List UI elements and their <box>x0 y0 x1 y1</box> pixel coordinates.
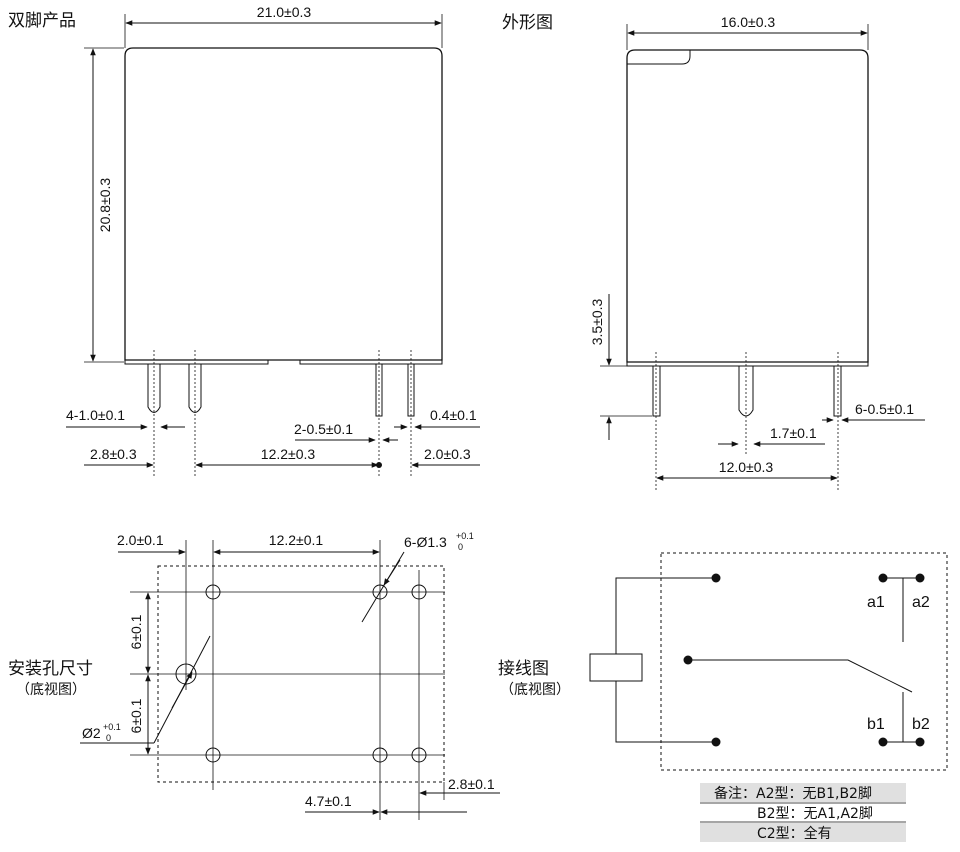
dim-hole-bottom-pitch: 4.7±0.1 <box>305 793 352 809</box>
dim-left-offset: 2.8±0.3 <box>90 446 137 462</box>
dim-side-pitch: 12.0±0.3 <box>719 459 774 475</box>
dim-pin-thick: 0.4±0.1 <box>430 407 477 423</box>
dim-hole-tol-zero: 0 <box>458 542 463 552</box>
body-step <box>627 50 691 65</box>
dim-front-width: 21.0±0.3 <box>257 4 312 20</box>
title-mounting-holes-sub: （底视图） <box>16 682 86 698</box>
hole <box>205 747 221 763</box>
title-wiring: 接线图 <box>498 659 549 679</box>
dim-front-height: 20.8±0.3 <box>97 178 113 233</box>
label-b1: b1 <box>867 716 885 733</box>
dim-dot <box>376 462 382 468</box>
label-a1: a1 <box>867 594 885 611</box>
dim-pin-width: 4-1.0±0.1 <box>66 407 125 423</box>
relay-body-front <box>124 47 443 361</box>
hole <box>372 584 388 600</box>
note-row-bg <box>700 783 906 802</box>
pin-wide-2 <box>188 364 202 413</box>
dim-side-pin-offset: 1.7±0.1 <box>770 425 817 441</box>
coil-wire-bottom <box>615 681 716 743</box>
label-a2: a2 <box>912 594 930 611</box>
dim-hole-count: 6-Ø1.3 <box>404 534 447 550</box>
dim-pin-length: 3.5±0.3 <box>589 298 605 345</box>
dim-big-tol-zero: 0 <box>106 733 111 743</box>
leader-big-hole-arrow <box>171 671 193 709</box>
terminal-coil-2 <box>711 737 721 747</box>
dim-hole-bottom-right: 2.8±0.1 <box>448 776 495 792</box>
pin-side-1 <box>652 365 661 417</box>
relay-base-side <box>626 362 869 367</box>
leader-hole-arrow <box>383 559 401 586</box>
dim-hole-v-lower: 6±0.1 <box>128 698 144 733</box>
pin-side-3 <box>833 365 842 417</box>
dim-right-offset: 2.0±0.3 <box>424 446 471 462</box>
hole <box>411 584 427 600</box>
dim-hole-top-pitch: 12.2±0.1 <box>269 532 324 548</box>
hole <box>205 584 221 600</box>
relay-body-side <box>626 49 869 363</box>
dim-big-tol-plus: +0.1 <box>103 722 121 732</box>
note-line-2: B2型：无A1,A2脚 <box>757 806 873 822</box>
hole <box>372 747 388 763</box>
pin-wide-1 <box>147 364 161 413</box>
dim-front-pitch: 12.2±0.3 <box>261 446 316 462</box>
leader-hole <box>361 551 405 623</box>
note-row-bg <box>700 823 906 842</box>
dim-hole-v-upper: 6±0.1 <box>128 614 144 649</box>
note-line-1: 备注：A2型：无B1,B2脚 <box>714 785 872 802</box>
hole <box>411 747 427 763</box>
terminal-coil-1 <box>711 573 721 583</box>
dim-pin-small: 2-0.5±0.1 <box>294 421 353 437</box>
title-mounting-holes: 安装孔尺寸 <box>8 659 93 679</box>
note-line-3: C2型：全有 <box>757 825 832 842</box>
label-b2: b2 <box>912 716 930 733</box>
outline-wiring <box>660 552 948 771</box>
dim-hole-tol-plus: +0.1 <box>456 531 474 541</box>
coil-wire-top <box>615 577 716 654</box>
dim-side-pin-small: 6-0.5±0.1 <box>855 401 914 417</box>
switch-arm <box>688 659 913 693</box>
title-dual-pin-product: 双脚产品 <box>8 11 76 31</box>
dim-side-width: 16.0±0.3 <box>721 14 776 30</box>
relay-base-front <box>124 360 443 365</box>
dim-hole-top-left: 2.0±0.1 <box>117 532 164 548</box>
title-outline: 外形图 <box>502 13 553 33</box>
dim-big-hole: Ø2 <box>82 725 101 741</box>
hole-large <box>175 663 197 685</box>
coil <box>589 653 643 682</box>
title-wiring-sub: （底视图） <box>500 682 570 698</box>
